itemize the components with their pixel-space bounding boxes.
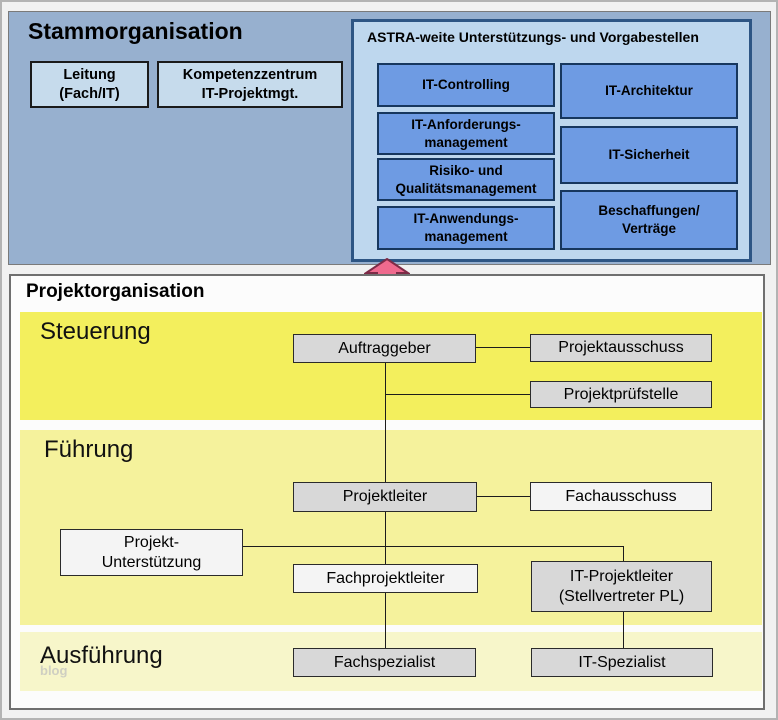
- projektleiter-box: Projektleiter: [293, 482, 477, 512]
- beschaffungen-vertraege-box: Beschaffungen/ Verträge: [560, 190, 738, 250]
- it-spezialist-box: IT-Spezialist: [531, 648, 713, 677]
- fuehrung-label: Führung: [44, 436, 134, 463]
- projektpruefstelle-box: Projektprüfstelle: [530, 381, 712, 408]
- connector-projektleiter-fachprojektleiter: [385, 511, 386, 565]
- blog-watermark: blog: [40, 663, 68, 678]
- leitung-fach-it-box: Leitung (Fach/IT): [30, 61, 149, 108]
- connector-to-it-projektleiter: [623, 546, 624, 562]
- fachprojektleiter-box: Fachprojektleiter: [293, 564, 478, 593]
- it-projektleiter-box: IT-Projektleiter (Stellvertreter PL): [531, 561, 712, 612]
- it-anwendungsmanagement-box: IT-Anwendungs- management: [377, 206, 555, 250]
- risiko-qualitaetsmanagement-box: Risiko- und Qualitätsmanagement: [377, 158, 555, 201]
- projektausschuss-box: Projektausschuss: [530, 334, 712, 362]
- it-architektur-box: IT-Architektur: [560, 63, 738, 119]
- connector-projektleiter-fachausschuss: [477, 496, 530, 497]
- fachspezialist-box: Fachspezialist: [293, 648, 476, 677]
- connector-auftraggeber-projektausschuss: [476, 347, 530, 348]
- connector-auftraggeber-projektleiter: [385, 363, 386, 482]
- projektorganisation-title: Projektorganisation: [26, 281, 205, 302]
- connector-fachprojektleiter-fachspezialist: [385, 592, 386, 649]
- it-sicherheit-box: IT-Sicherheit: [560, 126, 738, 184]
- connector-unterstuetzung-horizontal: [242, 546, 624, 547]
- steuerung-label: Steuerung: [40, 318, 151, 345]
- it-anforderungsmanagement-box: IT-Anforderungs- management: [377, 112, 555, 155]
- connector-auftraggeber-projektpruefstelle: [385, 394, 530, 395]
- it-controlling-box: IT-Controlling: [377, 63, 555, 107]
- fachausschuss-box: Fachausschuss: [530, 482, 712, 511]
- ausfuehrung-label: Ausführung: [40, 642, 163, 669]
- stammorganisation-title: Stammorganisation: [28, 18, 243, 44]
- connector-it-projektleiter-it-spezialist: [623, 612, 624, 649]
- projekt-unterstuetzung-box: Projekt- Unterstützung: [60, 529, 243, 576]
- kompetenzzentrum-box: Kompetenzzentrum IT-Projektmgt.: [157, 61, 343, 108]
- astra-title: ASTRA-weite Unterstützungs- und Vorgabes…: [367, 29, 699, 45]
- auftraggeber-box: Auftraggeber: [293, 334, 476, 363]
